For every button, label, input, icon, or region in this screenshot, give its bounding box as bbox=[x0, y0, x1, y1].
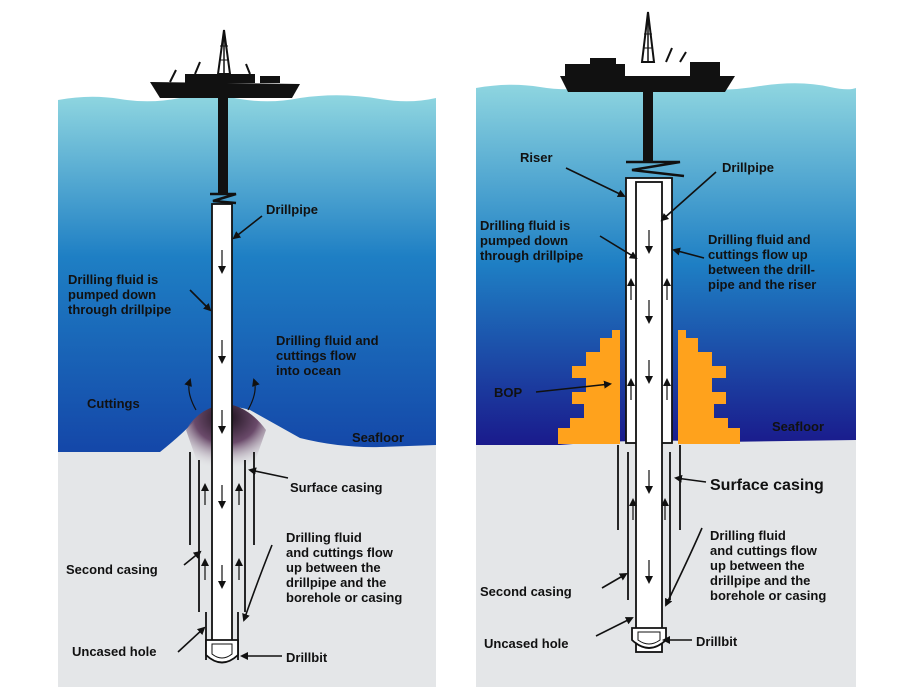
right-label-riser: Riser bbox=[520, 150, 553, 165]
left-label-fluid-ocean-line: cuttings flow bbox=[276, 348, 357, 363]
left-label-uncased-hole: Uncased hole bbox=[72, 644, 157, 659]
right-label-fluid-up: Drilling fluid and cuttings flow up betw… bbox=[710, 528, 826, 603]
right-casing-lines bbox=[617, 445, 681, 600]
left-label-fluid-up-line: up between the bbox=[286, 560, 381, 575]
right-panel: Riser Drillpipe Drilling fluid is pumped… bbox=[476, 11, 856, 687]
right-label-fluid-up-riser: Drilling fluid and cuttings flow up betw… bbox=[708, 232, 819, 292]
left-flow-arrows bbox=[184, 250, 260, 589]
left-ship-icon bbox=[150, 29, 300, 98]
right-ship-icon bbox=[560, 11, 735, 92]
left-label-fluid-down-line: through drillpipe bbox=[68, 302, 171, 317]
right-flow-arrows bbox=[627, 230, 671, 584]
left-label-fluid-ocean-line: Drilling fluid and bbox=[276, 333, 379, 348]
right-riser-top bbox=[643, 92, 653, 162]
left-label-pointers bbox=[177, 215, 289, 660]
left-riser-break bbox=[210, 192, 237, 205]
right-label-fluid-up-line: borehole or casing bbox=[710, 588, 826, 603]
right-label-bop: BOP bbox=[494, 385, 523, 400]
left-label-fluid-up-line: drillpipe and the bbox=[286, 575, 386, 590]
right-label-fluid-up-riser-line: between the drill- bbox=[708, 262, 815, 277]
right-label-fluid-down-line: through drillpipe bbox=[480, 248, 583, 263]
right-label-surface-casing: Surface casing bbox=[710, 477, 824, 494]
left-label-cuttings: Cuttings bbox=[87, 396, 140, 411]
right-label-fluid-up-line: Drilling fluid bbox=[710, 528, 786, 543]
right-label-fluid-up-line: up between the bbox=[710, 558, 805, 573]
left-label-fluid-up-line: Drilling fluid bbox=[286, 530, 362, 545]
left-marine-riser bbox=[218, 98, 228, 194]
left-label-fluid-down-line: pumped down bbox=[68, 287, 156, 302]
left-seabed bbox=[58, 406, 436, 687]
right-label-fluid-down-line: Drilling fluid is bbox=[480, 218, 570, 233]
right-seabed bbox=[476, 440, 856, 687]
right-label-fluid-up-line: and cuttings flow bbox=[710, 543, 818, 558]
right-label-drillpipe: Drillpipe bbox=[722, 160, 774, 175]
right-label-drillbit: Drillbit bbox=[696, 634, 738, 649]
right-label-fluid-up-riser-line: cuttings flow up bbox=[708, 247, 808, 262]
left-ocean bbox=[58, 95, 436, 455]
left-label-second-casing: Second casing bbox=[66, 562, 158, 577]
left-label-surface-casing: Surface casing bbox=[290, 480, 383, 495]
right-drillbit-icon bbox=[631, 627, 667, 649]
left-drillbit-icon bbox=[205, 639, 239, 664]
left-label-drillbit: Drillbit bbox=[286, 650, 328, 665]
left-label-fluid-down-line: Drilling fluid is bbox=[68, 272, 158, 287]
left-label-drillpipe: Drillpipe bbox=[266, 202, 318, 217]
right-label-fluid-down-line: pumped down bbox=[480, 233, 568, 248]
left-panel: Drillpipe Drilling fluid is pumped down … bbox=[58, 29, 436, 687]
right-label-fluid-up-line: drillpipe and the bbox=[710, 573, 810, 588]
right-label-fluid-up-riser-line: pipe and the riser bbox=[708, 277, 816, 292]
right-label-uncased-hole: Uncased hole bbox=[484, 636, 569, 651]
left-label-fluid-up: Drilling fluid and cuttings flow up betw… bbox=[286, 530, 402, 605]
right-riser-break bbox=[626, 160, 685, 178]
right-label-pointers bbox=[535, 167, 717, 644]
left-label-seafloor: Seafloor bbox=[352, 430, 404, 445]
left-label-fluid-ocean: Drilling fluid and cuttings flow into oc… bbox=[276, 333, 382, 378]
left-label-fluid-ocean-line: into ocean bbox=[276, 363, 341, 378]
right-label-seafloor: Seafloor bbox=[772, 419, 824, 434]
right-label-fluid-up-riser-line: Drilling fluid and bbox=[708, 232, 811, 247]
left-label-fluid-up-line: borehole or casing bbox=[286, 590, 402, 605]
left-label-fluid-up-line: and cuttings flow bbox=[286, 545, 394, 560]
right-label-second-casing: Second casing bbox=[480, 584, 572, 599]
left-label-fluid-down: Drilling fluid is pumped down through dr… bbox=[68, 272, 171, 317]
right-label-fluid-down: Drilling fluid is pumped down through dr… bbox=[480, 218, 583, 263]
